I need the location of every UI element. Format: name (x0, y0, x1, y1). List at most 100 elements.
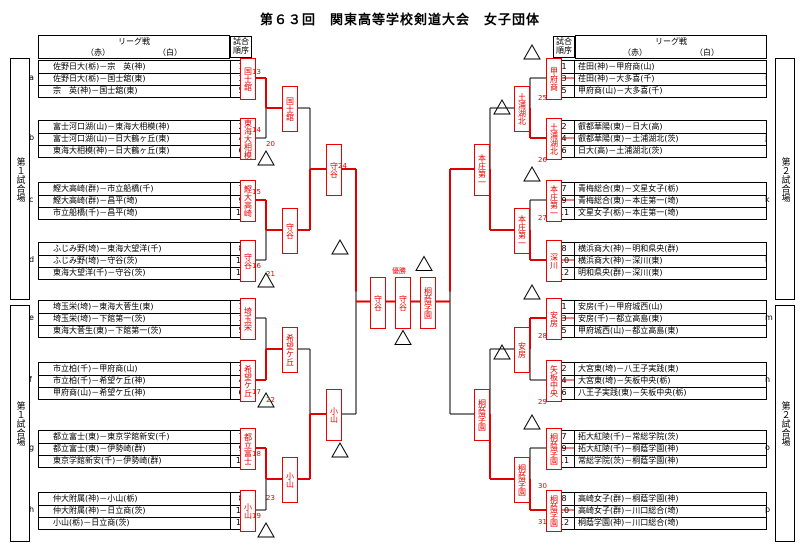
match-pairing: 荏田(神)－甲府商(山) (578, 62, 655, 71)
league-group: ふじみ野(埼)－東海大望洋(千)8ふじみ野(埼)－守谷(茨)10東海大望洋(千)… (38, 242, 252, 280)
group-winner-box: 希望ケ丘 (240, 360, 256, 402)
match-number: 27 (538, 214, 547, 222)
match-pairing: 常総学院(茨)－桐蔭学園(神) (578, 456, 679, 465)
group-winner-box: 深川 (546, 240, 562, 282)
league-group: 仲大附属(神)－小山(栃)8仲大附属(神)－日立商(茨)10小山(栃)－日立商(… (38, 492, 252, 530)
league-header: リーグ戦（赤） （白） (38, 35, 230, 59)
match-number: 23 (266, 494, 275, 502)
group-id-label: l (765, 255, 768, 264)
league-header-sides: （赤） （白） (86, 48, 182, 57)
league-match-row: 荏田(神)－甲府商(山)1 (554, 61, 766, 74)
league-match-row: 八王子実践(東)－矢板中央(栃)6 (554, 387, 766, 399)
match-pairing: 安房(千)－甲府城西(山) (578, 302, 663, 311)
round2-winner-box: 本庄第一 (514, 208, 530, 254)
match-number: 28 (538, 332, 547, 340)
group-winner-box: 桐蔭学園 (546, 490, 562, 532)
match-pairing: 都立富士(東)－東京学館新安(千) (53, 432, 170, 441)
match-order-number: 2 (554, 121, 575, 133)
group-id-label: p (765, 505, 771, 514)
match-pairing: 安房(千)－都立高島(東) (578, 314, 663, 323)
round2-winner-box: 国士舘 (282, 86, 298, 132)
match-pairing: 大宮東(埼)－八王子実践(東) (578, 364, 679, 373)
match-pairing: 東海大望洋(千)－守谷(茨) (53, 268, 146, 277)
semifinal-winner-box: 桐蔭学園 (420, 276, 436, 329)
match-order-number: 3 (554, 313, 575, 325)
match-order-number: 9 (554, 195, 575, 207)
match-number: 16 (252, 262, 261, 270)
match-pairing: 高崎女子(群)－川口総合(埼) (578, 506, 679, 515)
league-match-row: 高崎女子(群)－川口総合(埼)10 (554, 505, 766, 518)
league-match-row: 東京学館新安(千)－伊勢崎(群)11 (39, 455, 251, 467)
match-number: 17 (252, 388, 261, 396)
round3-winner-box: 小山 (326, 389, 342, 441)
group-winner-box: 東海大相模 (240, 118, 256, 160)
match-pairing: 仲大附属(神)－日立商(茨) (53, 506, 146, 515)
match-pairing: 佐野日大(栃)－宗 英(神) (53, 62, 146, 71)
match-triangle-icon (257, 521, 275, 538)
league-match-row: 安房(千)－甲府城西(山)1 (554, 301, 766, 314)
league-match-row: 叡都華陽(東)－土浦湖北(茨)4 (554, 133, 766, 146)
group-winner-box: 本庄第一 (546, 180, 562, 222)
match-number: 13 (252, 68, 261, 76)
match-pairing: 宗 英(神)－国士舘(東) (53, 86, 138, 95)
match-pairing: 甲府城西(山)－都立高島(東) (578, 326, 679, 335)
group-id-label: j (765, 133, 768, 142)
league-match-row: 高崎女子(群)－桐蔭学園(神)8 (554, 493, 766, 506)
match-pairing: 八王子実践(東)－矢板中央(栃) (578, 388, 687, 397)
match-order-number: 5 (554, 85, 575, 97)
match-pairing: 甲府商(山)－大多喜(千) (578, 86, 663, 95)
league-match-row: 荏田(神)－大多喜(千)3 (554, 73, 766, 86)
group-id-label: c (29, 195, 34, 204)
match-triangle-icon (523, 413, 541, 430)
match-triangle-icon (493, 343, 511, 360)
league-match-row: 文星女子(栃)－本庄第一(埼)11 (554, 207, 766, 219)
league-match-row: 甲府商(山)－希望ケ丘(神)6 (39, 387, 251, 399)
league-match-row: 青梅総合(東)－本庄第一(埼)9 (554, 195, 766, 208)
match-order-number: 4 (554, 133, 575, 145)
match-number: 21 (266, 270, 275, 278)
side-label-court: 第２試合場 (775, 58, 795, 300)
league-match-row: 安房(千)－都立高島(東)3 (554, 313, 766, 326)
league-match-row: 甲府商(山)－大多喜(千)5 (554, 85, 766, 97)
round3-winner-box: 守谷 (326, 144, 342, 196)
league-group: 埼玉栄(埼)－東海大菅生(東)1埼玉栄(埼)－下館第一(茨)3東海大菅生(東)－… (38, 300, 252, 338)
league-match-row: 市立船橋(千)－昌平(埼)11 (39, 207, 251, 219)
league-group: 都立富士(東)－東京学館新安(千)7都立富士(東)－伊勢崎(群)9東京学館新安(… (38, 430, 252, 468)
match-pairing: 日大(高)－土浦湖北(茨) (578, 146, 663, 155)
match-order-number: 5 (554, 325, 575, 337)
match-number: 24 (338, 162, 347, 170)
league-header: リーグ戦 （赤） （白） (575, 35, 767, 59)
match-pairing: 小山(栃)－日立商(茨) (53, 518, 130, 527)
league-match-row: 桐蔭学園(神)－川口総合(埼)12 (554, 517, 766, 529)
match-order-number: 8 (554, 243, 575, 255)
side-label-court: 第１試合場 (10, 305, 30, 542)
league-match-row: 東海大望洋(千)－守谷(茨)12 (39, 267, 251, 279)
match-pairing: 拓大紅陵(千)－桐蔭学園(神) (578, 444, 679, 453)
match-pairing: 仲大附属(神)－小山(栃) (53, 494, 138, 503)
league-header-title: リーグ戦 (655, 37, 687, 46)
league-match-row: 青梅総合(東)－文星女子(栃)7 (554, 183, 766, 196)
match-order-number: 10 (554, 505, 575, 517)
champion-mark: 優勝 (392, 266, 406, 275)
round2-winner-box: 安房 (514, 327, 530, 373)
match-pairing: 鰹大高崎(群)－昌平(埼) (53, 196, 138, 205)
league-header-sides: （赤） （白） (623, 48, 719, 57)
match-pairing: 拓大紅陵(千)－常総学院(茨) (578, 432, 679, 441)
match-triangle-icon (257, 391, 275, 408)
league-match-row: 甲府城西(山)－都立高島(東)5 (554, 325, 766, 337)
match-order-number: 6 (554, 145, 575, 157)
round2-winner-box: 小山 (282, 457, 298, 503)
match-pairing: 青梅総合(東)－本庄第一(埼) (578, 196, 679, 205)
match-triangle-icon (331, 441, 349, 458)
match-order-number: 11 (554, 207, 575, 219)
match-pairing: ふじみ野(埼)－守谷(茨) (53, 256, 138, 265)
league-match-row: 宗 英(神)－国士舘(東)5 (39, 85, 251, 97)
match-pairing: 東京学館新安(千)－伊勢崎(群) (53, 456, 162, 465)
league-match-row: 明和県央(群)－深川(東)12 (554, 267, 766, 279)
match-pairing: 青梅総合(東)－文星女子(栃) (578, 184, 679, 193)
group-id-label: n (765, 375, 771, 384)
match-pairing: 市立船橋(千)－昌平(埼) (53, 208, 138, 217)
order-header: 試合順序 (553, 36, 575, 58)
